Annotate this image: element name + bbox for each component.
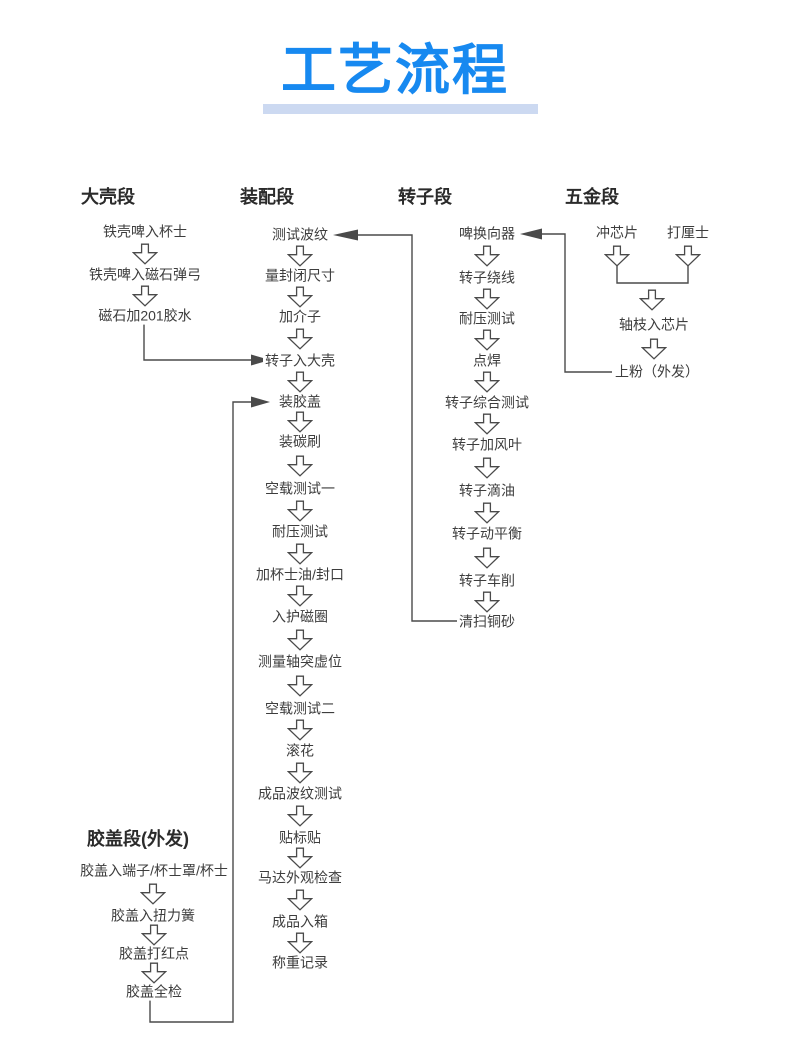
column-header: 装配段: [240, 187, 294, 207]
down-block-arrow-icon: [286, 889, 314, 911]
flow-step: 空载测试一: [263, 480, 337, 498]
flow-step: 转子加风叶: [450, 436, 524, 454]
down-block-arrow-icon: [286, 932, 314, 954]
flow-step: 铁壳啤入杯士: [101, 223, 189, 241]
down-block-arrow-icon: [473, 413, 501, 435]
down-block-arrow-icon: [473, 329, 501, 351]
down-block-arrow-icon: [131, 285, 159, 307]
down-block-arrow-icon: [674, 245, 702, 267]
flow-step: 贴标贴: [277, 829, 323, 847]
hardware-merge-bracket: [616, 266, 689, 284]
down-block-arrow-icon: [286, 455, 314, 477]
flow-step: 称重记录: [270, 954, 330, 972]
down-block-arrow-icon: [473, 245, 501, 267]
down-block-arrow-icon: [286, 371, 314, 393]
down-block-arrow-icon: [140, 924, 168, 946]
down-block-arrow-icon: [473, 502, 501, 524]
flow-step: 转子绕线: [457, 269, 517, 287]
flow-step: 胶盖入扭力簧: [109, 907, 197, 925]
down-block-arrow-icon: [640, 338, 668, 360]
flow-step: 测量轴突虚位: [256, 653, 344, 671]
connector-shell-arrowhead-icon: [251, 354, 270, 366]
down-block-arrow-icon: [473, 371, 501, 393]
flow-step: 铁壳啤入磁石弹弓: [87, 266, 203, 284]
down-block-arrow-icon: [286, 585, 314, 607]
flow-step: 空载测试二: [263, 700, 337, 718]
down-block-arrow-icon: [286, 245, 314, 267]
flow-step: 滚花: [284, 742, 316, 760]
flow-step: 加杯士油/封口: [254, 566, 346, 584]
flow-step: 成品波纹测试: [256, 785, 344, 803]
flow-step: 转子车削: [457, 572, 517, 590]
flow-step: 量封闭尺寸: [263, 267, 337, 285]
connector-shell-to-assembly: [143, 324, 251, 361]
column-header: 大壳段: [81, 187, 135, 207]
down-block-arrow-icon: [603, 245, 631, 267]
flow-step: 马达外观检查: [256, 869, 344, 887]
flow-step: 装胶盖: [277, 393, 323, 411]
flow-step: 耐压测试: [457, 310, 517, 328]
down-block-arrow-icon: [286, 286, 314, 308]
flow-step: 耐压测试: [270, 523, 330, 541]
down-block-arrow-icon: [473, 457, 501, 479]
flow-step: 转子滴油: [457, 482, 517, 500]
down-block-arrow-icon: [286, 328, 314, 350]
down-block-arrow-icon: [140, 962, 168, 984]
flow-step: 清扫铜砂: [457, 613, 517, 631]
connector-cap-to-assembly: [149, 401, 251, 1023]
flow-step: 成品入箱: [270, 913, 330, 931]
down-block-arrow-icon: [638, 289, 666, 311]
connector-cap-arrowhead-icon: [251, 396, 270, 408]
down-block-arrow-icon: [286, 411, 314, 433]
column-header: 五金段: [565, 187, 619, 207]
down-block-arrow-icon: [139, 883, 167, 905]
flow-step: 入护磁圈: [270, 608, 330, 626]
down-block-arrow-icon: [473, 547, 501, 569]
connector-hardware-to-rotor: [542, 233, 612, 373]
flow-step: 装碳刷: [277, 433, 323, 451]
flow-step: 轴枝入芯片: [617, 316, 691, 334]
flow-step: 转子综合测试: [443, 394, 531, 412]
title-underline: [263, 104, 538, 114]
down-block-arrow-icon: [286, 805, 314, 827]
column-header: 胶盖段(外发): [87, 829, 189, 849]
connector-rotor-to-assembly: [358, 234, 457, 622]
flow-step: 胶盖全检: [124, 983, 184, 1001]
flow-step: 磁石加201胶水: [96, 307, 194, 325]
down-block-arrow-icon: [286, 762, 314, 784]
down-block-arrow-icon: [473, 288, 501, 310]
flow-step: 转子动平衡: [450, 525, 524, 543]
down-block-arrow-icon: [286, 543, 314, 565]
flow-step: 加介子: [277, 308, 323, 326]
connector-rotor-arrowhead-icon: [333, 229, 358, 241]
flow-step: 上粉（外发）: [613, 363, 701, 381]
flow-step: 啤换向器: [457, 225, 517, 243]
down-block-arrow-icon: [286, 500, 314, 522]
flow-step: 点焊: [471, 352, 503, 370]
flow-step: 转子入大壳: [263, 352, 337, 370]
flow-step: 胶盖入端子/杯士罩/杯士: [78, 862, 230, 880]
flow-step: 冲芯片: [594, 224, 640, 242]
flow-step: 测试波纹: [270, 226, 330, 244]
down-block-arrow-icon: [473, 591, 501, 613]
down-block-arrow-icon: [286, 847, 314, 869]
connector-hardware-arrowhead-icon: [520, 228, 542, 240]
down-block-arrow-icon: [286, 719, 314, 741]
page-title: 工艺流程: [280, 39, 509, 101]
flow-step: 打厘士: [665, 224, 711, 242]
down-block-arrow-icon: [286, 629, 314, 651]
flow-step: 胶盖打红点: [117, 945, 191, 963]
down-block-arrow-icon: [131, 243, 159, 265]
column-header: 转子段: [398, 187, 452, 207]
down-block-arrow-icon: [286, 675, 314, 697]
